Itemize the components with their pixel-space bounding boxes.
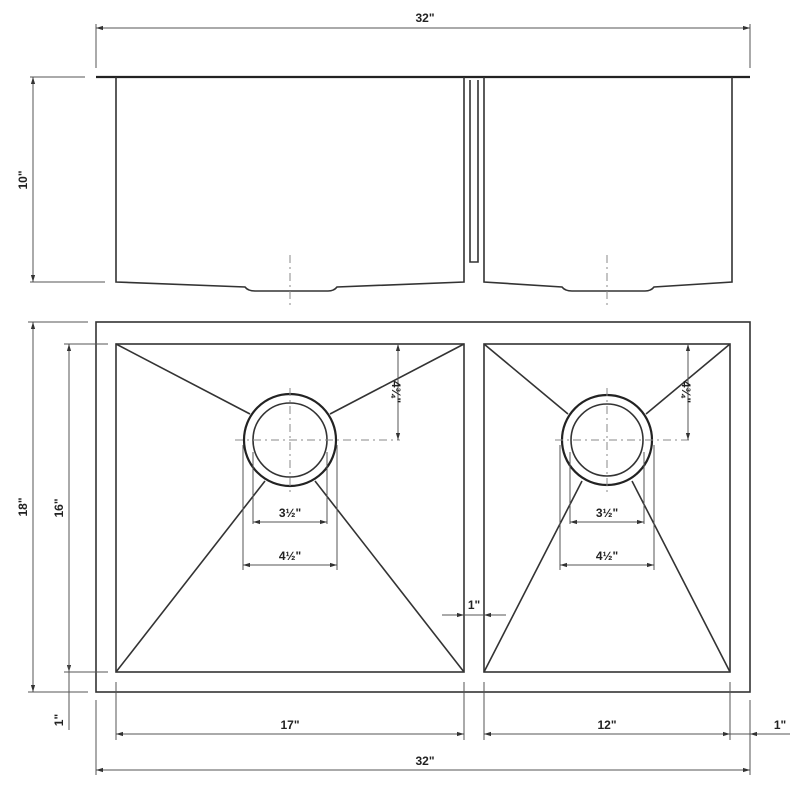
right-bowl-profile	[483, 77, 733, 292]
left-drain-outer-label: 4½"	[279, 549, 301, 563]
right-bowl	[483, 343, 731, 673]
length-label: 18"	[16, 497, 30, 516]
left-bowl-width-label: 17"	[280, 718, 299, 732]
plan-view: 4¾" 4¾" 3½" 4½" 3½" 4½" 1" 18"	[16, 321, 790, 775]
depth-label: 10"	[16, 170, 30, 189]
top-width-label: 32"	[415, 11, 434, 25]
left-drain-offset-label: 4¾"	[389, 381, 403, 403]
right-drain-inner-label: 3½"	[596, 506, 618, 520]
divider-width-label: 1"	[468, 598, 480, 612]
left-drain-inner-label: 3½"	[279, 506, 301, 520]
front-rim-label: 1"	[52, 714, 66, 726]
divider-profile	[469, 80, 479, 263]
right-drain-outer-label: 4½"	[596, 549, 618, 563]
bottom-width-label: 32"	[415, 754, 434, 768]
left-bowl-profile	[115, 77, 465, 292]
right-bowl-width-label: 12"	[597, 718, 616, 732]
inner-length-label: 16"	[52, 498, 66, 517]
elevation-view: 32" 10"	[16, 11, 751, 308]
sink-outline	[95, 321, 751, 693]
right-drain-inner	[570, 403, 644, 477]
right-drain-offset-label: 4¾"	[679, 381, 693, 403]
left-bowl	[115, 343, 465, 673]
side-rim-label: 1"	[774, 718, 786, 732]
